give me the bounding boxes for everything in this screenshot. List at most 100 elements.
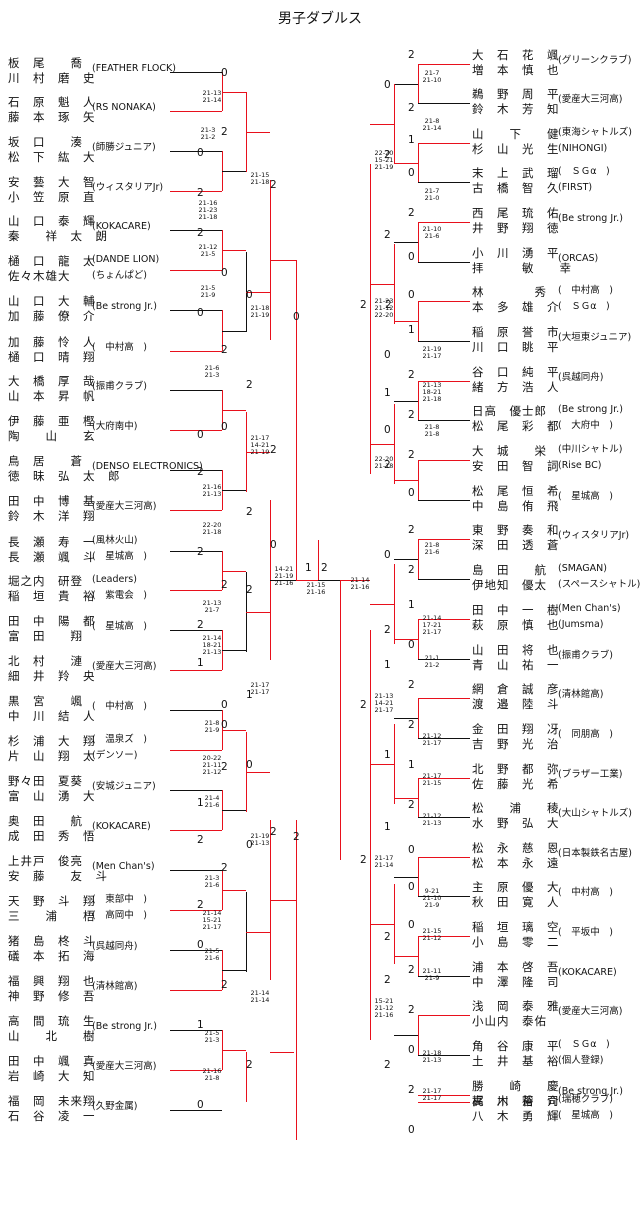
winner-line xyxy=(170,270,222,271)
player-name: 安 藤 友 斗 xyxy=(8,869,108,883)
player-name: 礒 本 拓 海 xyxy=(8,949,96,963)
game-score: 15-21 xyxy=(374,156,394,164)
player-name: 鵜 野 周 平 xyxy=(472,87,560,101)
winner-line xyxy=(418,619,419,659)
game-score: 21-14 xyxy=(422,124,442,132)
game-score: 21-13 xyxy=(422,819,442,827)
match-result: 2 xyxy=(360,299,367,311)
player-name: 山 下 健 xyxy=(472,127,560,141)
game-score: 21-2 xyxy=(200,133,216,141)
game-score: 22-20 xyxy=(374,455,394,463)
winner-line xyxy=(318,540,319,580)
winner-line xyxy=(394,480,418,481)
winner-line xyxy=(394,162,418,164)
match-result: 2 xyxy=(197,899,204,911)
match-result: 2 xyxy=(384,1059,391,1071)
player-name: 小山内 泰佑 xyxy=(472,1014,547,1028)
game-score: 21-17 xyxy=(250,434,270,442)
match-result: 2 xyxy=(408,1004,415,1016)
player-name: 加 藤 僚 介 xyxy=(8,309,96,323)
game-score: 21-19 xyxy=(274,572,294,580)
bracket-line xyxy=(170,390,222,391)
game-score: 21-13 xyxy=(202,599,222,607)
player-name: 鳥 居 蒼 xyxy=(8,454,83,468)
club-name: ( 星城高 ) xyxy=(92,551,147,562)
game-score: 21-19 xyxy=(250,448,270,456)
bracket-line xyxy=(170,790,222,791)
player-name: 土 井 基 裕 xyxy=(472,1054,560,1068)
club-name: (瑞穂クラブ) xyxy=(558,1094,613,1105)
player-name: 安 田 智 詞 xyxy=(472,459,560,473)
game-score: 21-15 xyxy=(422,779,442,787)
winner-line xyxy=(418,301,470,302)
club-name: (KOKACARE) xyxy=(558,967,617,978)
club-name: ( 中村高 ) xyxy=(558,887,613,898)
match-result: 1 xyxy=(305,562,312,574)
player-name: 八 木 勇 輝 xyxy=(472,1109,560,1123)
match-result: 2 xyxy=(197,466,204,478)
player-name: 稲 垣 璃 空 xyxy=(472,920,560,934)
player-name: 杉 浦 大 翔 xyxy=(8,734,96,748)
player-name: 谷 口 純 平 xyxy=(472,365,560,379)
game-score: 9-21 xyxy=(424,887,440,895)
bracket-line xyxy=(394,242,418,243)
player-name: 大 橋 厚 哉 xyxy=(8,374,96,388)
player-name: 末 上 武 瑠 xyxy=(472,166,560,180)
club-name: ( 同朋高 ) xyxy=(558,729,613,740)
winner-line xyxy=(246,932,270,933)
player-name: 井 野 翔 徳 xyxy=(472,221,560,235)
player-name: 田 中 陽 都 xyxy=(8,614,96,628)
game-score: 21-14 xyxy=(250,996,270,1004)
player-name: 加 藤 怜 人 xyxy=(8,335,96,349)
match-result: 2 xyxy=(408,369,415,381)
club-name: (愛産大三河高) xyxy=(92,501,157,512)
game-score: 17-21 xyxy=(422,621,442,629)
match-result: 2 xyxy=(384,459,391,471)
match-result: 0 xyxy=(197,307,204,319)
winner-line xyxy=(296,260,297,580)
player-name: 拝 敏 幸 xyxy=(472,261,572,275)
player-name: 佐 藤 光 希 xyxy=(472,777,560,791)
player-name: 勝 崎 慶 xyxy=(472,1079,560,1093)
player-name: 山 口 泰 輝 xyxy=(8,214,96,228)
game-score: 21-15 xyxy=(422,927,442,935)
club-name: ( 中村高 ) xyxy=(92,342,147,353)
player-name: 長 瀬 寿 一 xyxy=(8,535,96,549)
match-result: 2 xyxy=(197,834,204,846)
game-score: 21-17 xyxy=(422,772,442,780)
bracket-line xyxy=(170,630,222,631)
match-result: 0 xyxy=(221,67,228,79)
bracket-line xyxy=(394,83,418,85)
winner-line xyxy=(418,460,419,500)
game-score: 21-18 xyxy=(198,213,218,221)
winner-line xyxy=(418,64,470,65)
game-score: 21-4 xyxy=(204,794,220,802)
player-name: 鈴 木 芳 知 xyxy=(472,102,560,116)
bracket-line xyxy=(394,718,418,719)
game-score: 14-21 xyxy=(374,699,394,707)
player-name: 西 尾 琉 佑 xyxy=(472,206,560,220)
player-name: 片 山 翔 太 xyxy=(8,749,96,763)
winner-line xyxy=(418,301,419,341)
player-name: 大 城 栄 xyxy=(472,444,547,458)
player-name: 細 井 羚 央 xyxy=(8,669,96,683)
game-score: 14-21 xyxy=(250,441,270,449)
bracket-line xyxy=(418,262,470,263)
winner-line xyxy=(418,460,470,461)
match-result: 2 xyxy=(321,562,328,574)
match-result: 0 xyxy=(246,839,253,851)
game-score: 21-17 xyxy=(422,1087,442,1095)
game-score: 21-5 xyxy=(204,947,220,955)
match-result: 2 xyxy=(270,444,277,456)
match-result: 1 xyxy=(408,599,415,611)
player-name: 萩 原 慎 也 xyxy=(472,618,560,632)
